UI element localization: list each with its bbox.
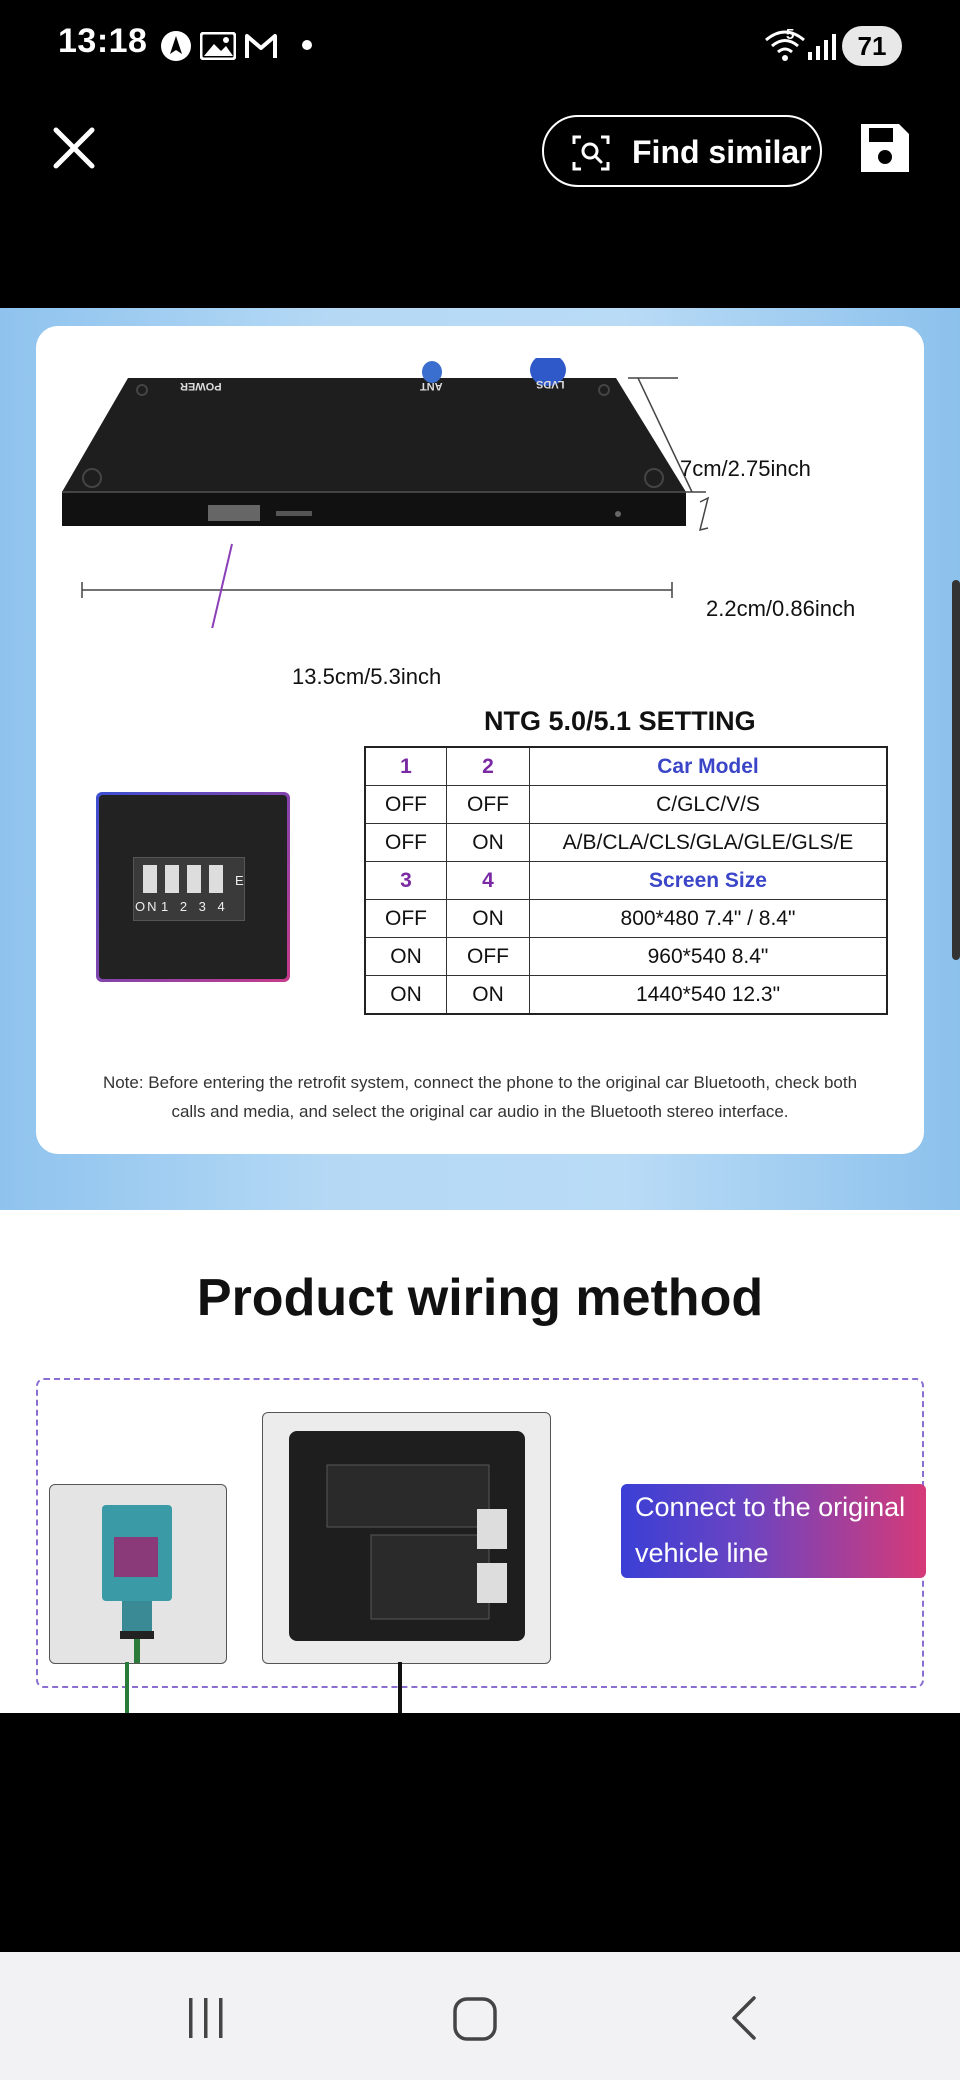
fakra-cable [125,1662,129,1713]
table-row: ON ON 1440*540 12.3" [364,975,888,1015]
connect-badge: Connect to the original vehicle line [621,1484,926,1578]
table-cell: ON [364,937,447,976]
table-cell: OFF [446,937,530,976]
table-cell: C/GLC/V/S [529,785,888,824]
connect-badge-line-2: vehicle line [635,1538,769,1568]
table-row: OFF ON 800*480 7.4" / 8.4" [364,899,888,938]
wiring-title: Product wiring method [196,1269,764,1327]
table-cell: Screen Size [529,861,888,900]
home-icon[interactable] [452,1996,498,2042]
find-similar-label: Find similar [632,134,812,170]
table-row: OFF OFF C/GLC/V/S [364,785,888,824]
image-search-icon [572,135,610,171]
table-cell: OFF [364,823,447,862]
product-image[interactable]: POWER ANT LVDS 7cm/2.75inch 2.2cm/0.86in… [0,308,960,1713]
gmail-icon [245,34,277,58]
table-cell: 4 [446,861,530,900]
scroll-indicator[interactable] [952,580,960,960]
dot-icon [302,40,312,50]
table-row: OFF ON A/B/CLA/CLS/GLA/GLE/GLS/E [364,823,888,862]
battery-icon: 71 [842,26,902,66]
table-row: 3 4 Screen Size [364,861,888,900]
wifi-label: 5 [786,26,795,43]
dimension-lines [81,377,710,628]
table-cell: ON [446,823,530,862]
dip-switch-photo: ON 1 2 3 4 E [96,792,290,982]
table-row: ON OFF 960*540 8.4" [364,937,888,976]
recents-icon[interactable] [186,1996,226,2040]
table-cell: 1 [364,746,447,786]
table-cell: ON [446,975,530,1015]
harness-cable [398,1662,402,1713]
harness-connector-photo [262,1412,551,1664]
width-dimension: 13.5cm/5.3inch [292,664,442,689]
fakra-connector-photo [49,1484,227,1664]
status-time: 13:18 [58,22,148,60]
depth-dimension: 2.2cm/0.86inch [706,596,856,621]
signal-icon [808,34,836,60]
nav-bar [0,1952,960,2080]
setting-title: NTG 5.0/5.1 SETTING [484,706,756,736]
table-cell: OFF [364,899,447,938]
dip-number-labels: 1 2 3 4 [161,899,229,914]
table-cell: 2 [446,746,530,786]
status-bar: 13:18 5 71 [0,0,960,92]
device-box-illustration [62,358,686,526]
table-cell: 960*540 8.4" [529,937,888,976]
close-icon[interactable] [44,118,104,178]
dip-e-label: E [235,873,244,888]
setting-table: 1 2 Car Model OFF OFF C/GLC/V/S OFF ON A… [364,746,888,1015]
connect-badge-line-1: Connect to the original [635,1492,906,1522]
table-cell: OFF [364,785,447,824]
table-cell: Car Model [529,746,888,786]
table-cell: 1440*540 12.3" [529,975,888,1015]
table-cell: 3 [364,861,447,900]
table-row: 1 2 Car Model [364,746,888,786]
save-icon[interactable] [855,118,915,178]
navigation-icon [161,31,191,61]
back-icon[interactable] [728,1994,760,2042]
dip-on-label: ON [135,899,159,914]
table-cell: 800*480 7.4" / 8.4" [529,899,888,938]
photo-icon [200,32,236,60]
height-dimension: 7cm/2.75inch [680,456,811,481]
find-similar-button[interactable]: Find similar [542,115,822,187]
retrofit-note: Note: Before entering the retrofit syste… [102,1073,858,1121]
table-cell: ON [446,899,530,938]
table-cell: A/B/CLA/CLS/GLA/GLE/GLS/E [529,823,888,862]
table-cell: ON [364,975,447,1015]
wifi-icon [765,30,805,61]
table-cell: OFF [446,785,530,824]
